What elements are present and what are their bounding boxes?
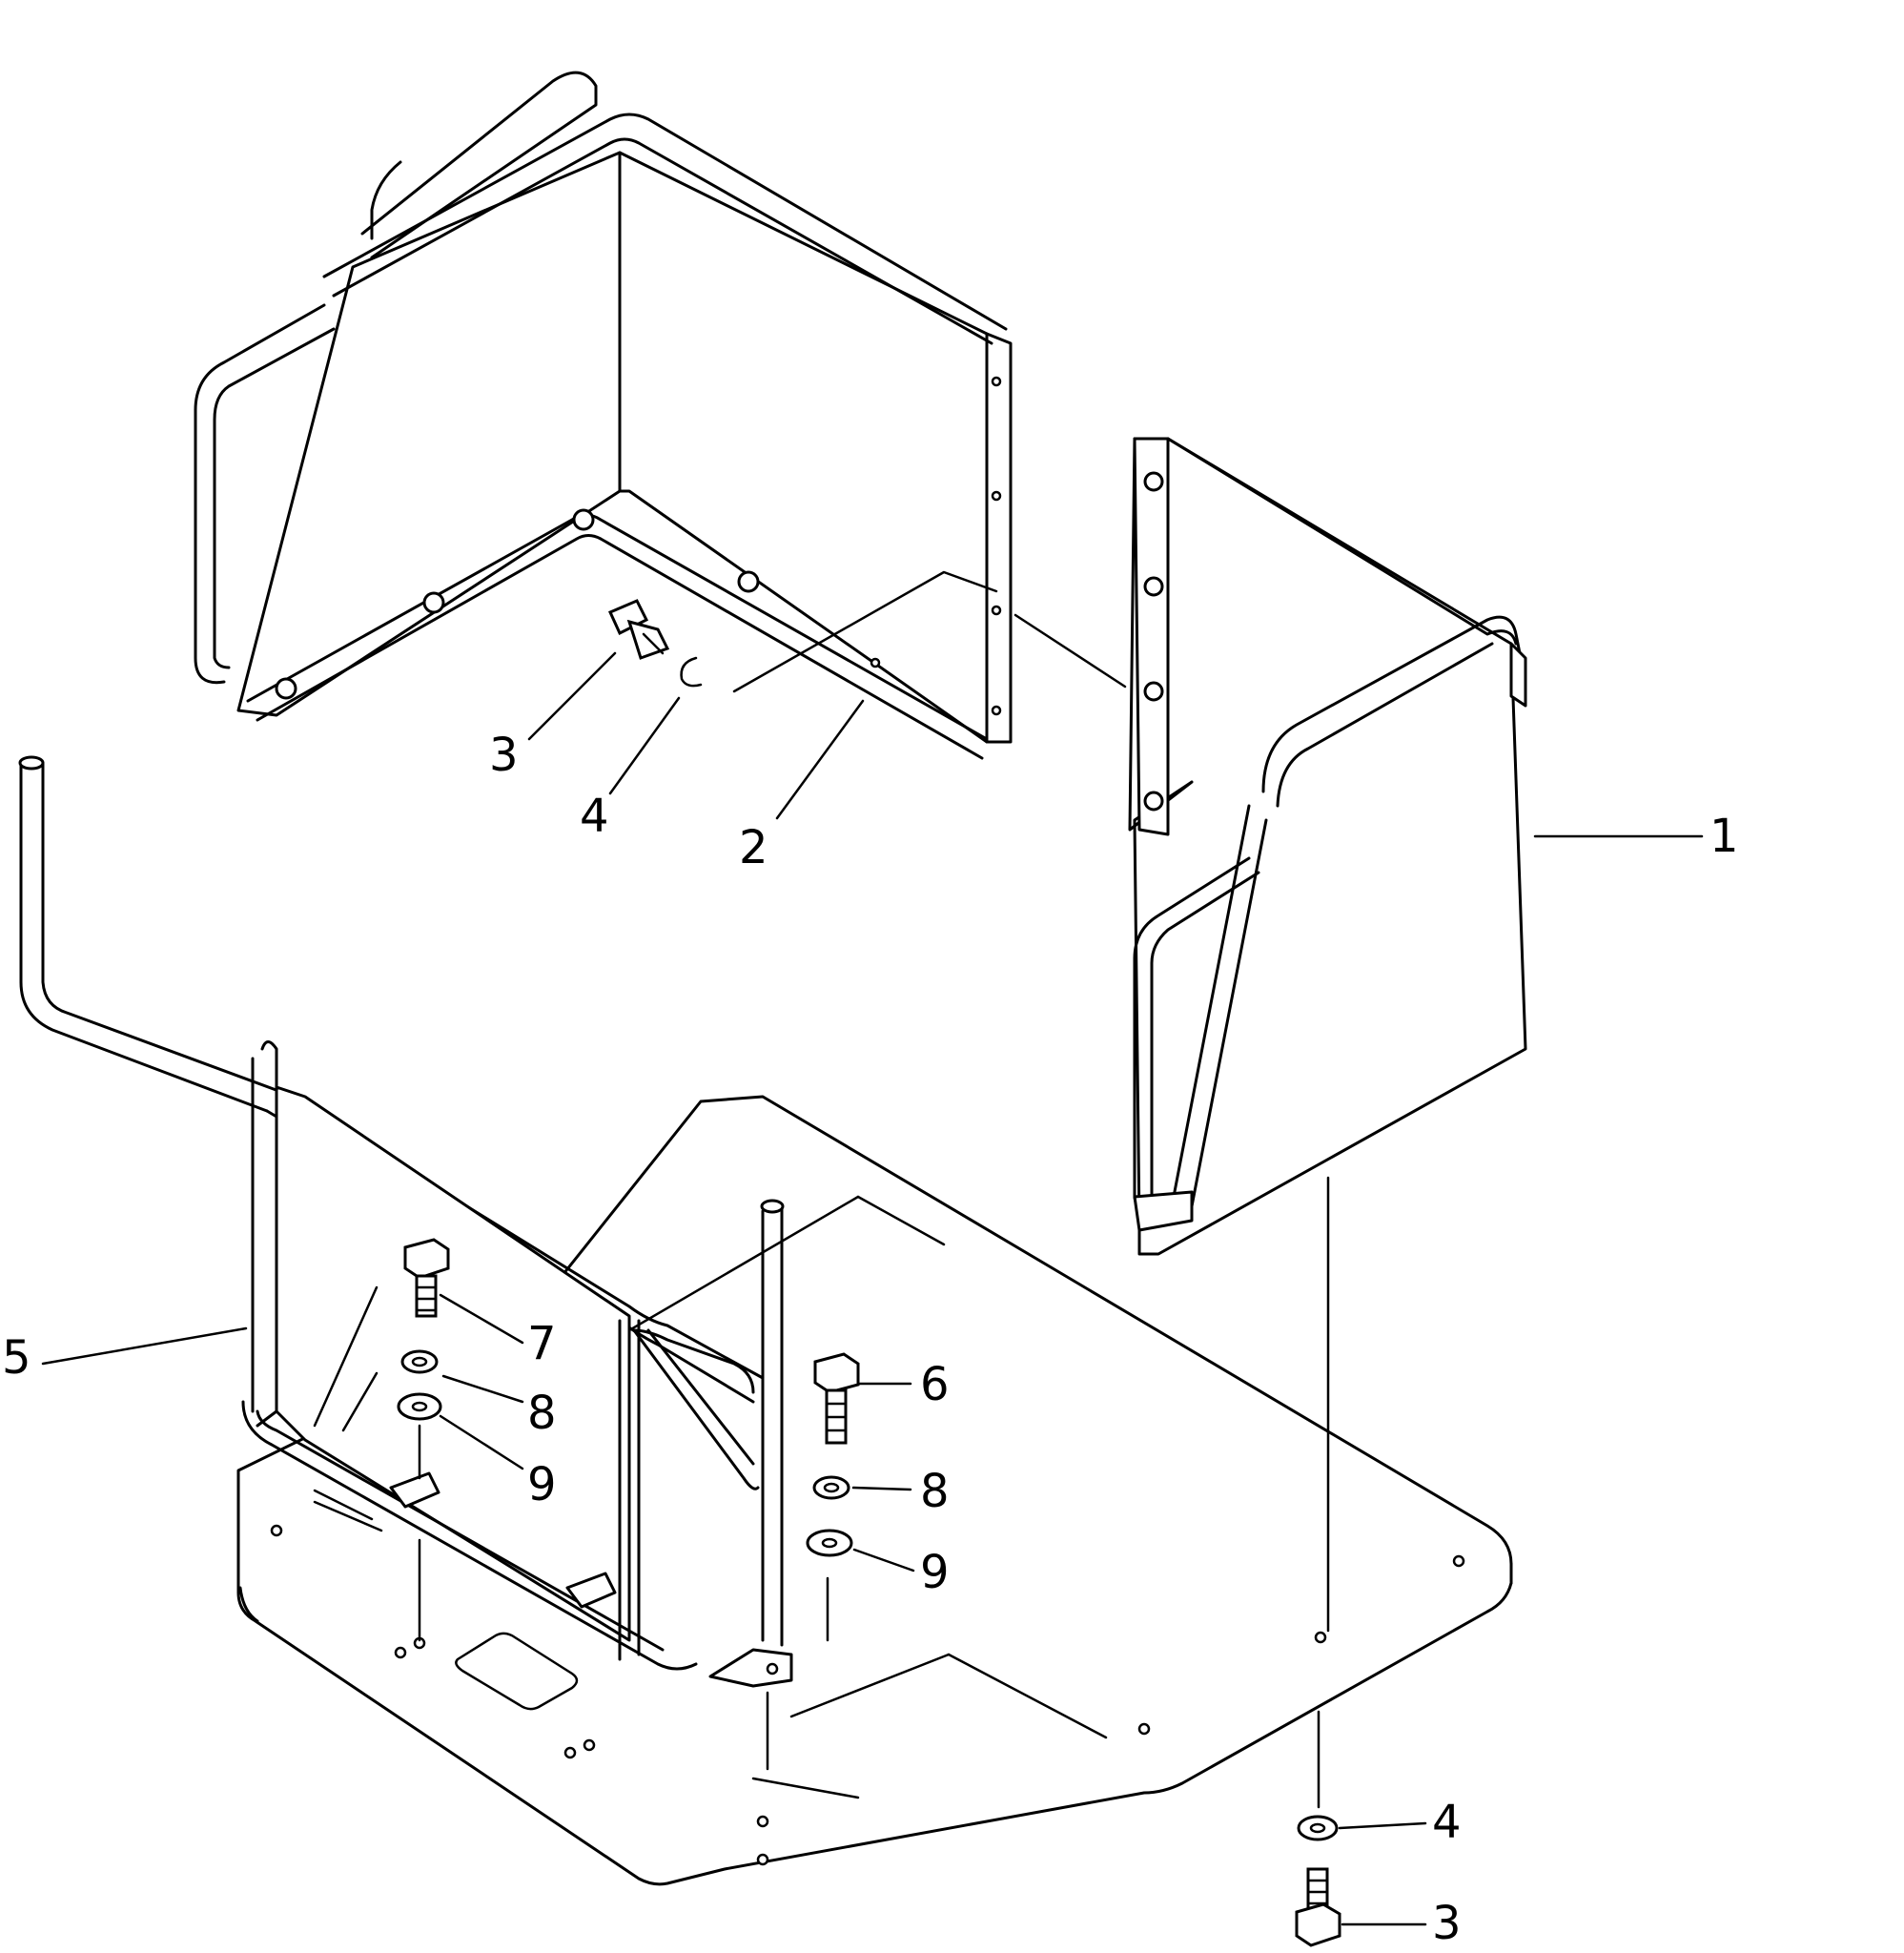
callout-2: 2 (739, 821, 768, 874)
fasteners-lower-right (1295, 1815, 1341, 1947)
leader-9a (439, 1414, 524, 1470)
bolt-upper (608, 599, 670, 660)
callout-4-lower: 4 (1432, 1796, 1462, 1849)
leader-8b (851, 1486, 912, 1491)
leader-3a (527, 651, 617, 741)
callout-9-left: 9 (527, 1458, 557, 1511)
leader-9b (852, 1548, 915, 1573)
leader-5 (41, 1326, 248, 1366)
callout-4-upper: 4 (580, 790, 609, 843)
center-lines (313, 570, 1330, 1809)
callout-labels: 1 2 3 4 5 6 7 8 9 8 9 4 3 (2, 729, 1739, 1950)
bolt-6 (813, 1352, 860, 1445)
callout-8-left: 8 (527, 1387, 557, 1440)
leader-4a (608, 696, 681, 795)
lock-washer-upper (680, 656, 703, 688)
leader-lines (41, 651, 1704, 1926)
side-guard-panel (1128, 437, 1527, 1256)
bolt-7 (403, 1238, 450, 1318)
washers-right (806, 1475, 853, 1557)
leader-8a (441, 1374, 524, 1404)
washers-left (397, 1349, 442, 1421)
callout-3-lower: 3 (1432, 1897, 1462, 1948)
front-guard-frame (18, 755, 793, 1688)
callout-3-upper: 3 (489, 729, 519, 782)
leader-2 (775, 699, 865, 820)
leader-4b (1338, 1821, 1427, 1830)
callout-1: 1 (1710, 810, 1739, 863)
callout-6: 6 (920, 1358, 950, 1411)
rear-guard-panel (194, 71, 1013, 760)
callout-9-right: 9 (920, 1546, 950, 1599)
callout-8-right: 8 (920, 1465, 950, 1518)
leader-7 (439, 1293, 524, 1345)
callout-7: 7 (527, 1317, 557, 1370)
callout-5: 5 (2, 1331, 31, 1385)
